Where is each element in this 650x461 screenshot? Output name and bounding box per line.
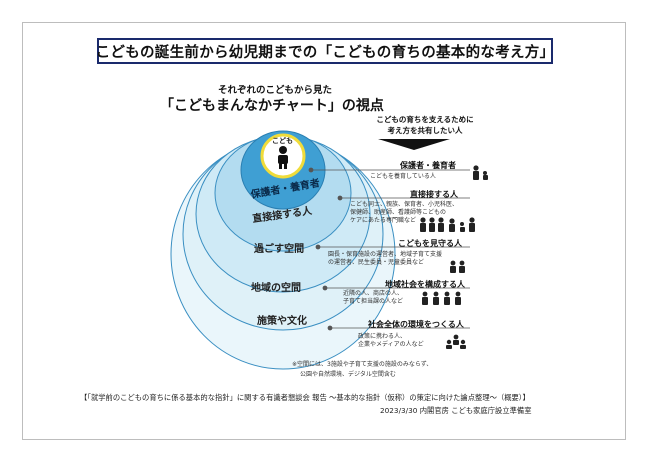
category-desc-direct: こども同士、親族、保育者、小児科医、 保健師、助産師、看護師等こどもの ケアにあ… [350,201,458,225]
page-title: こどもの誕生前から幼児期までの「こどもの育ちの基本的な考え方」 [96,38,554,64]
category-desc-guardian: こどもを養育している人 [370,173,436,180]
category-desc-community: 近隣の人、商店の人、 子育て担当課の人など [343,290,403,306]
down-arrow [378,139,450,150]
ring-label-community: 地域の空間 [251,283,301,294]
space-note-line2: 公園や自然環境、デジタル空間含む [300,371,396,378]
society-icon [446,334,466,349]
connector-lines [308,167,470,331]
category-title-watchers: こどもを見守る人 [398,239,462,248]
category-desc-watchers: 園長・保育施設の運営者、地域子育て支援 の運営者、民生委員・児童委員など [328,251,442,267]
category-desc-direct-line2: 保健師、助産師、看護師等こどもの [350,209,447,216]
community-icon [422,291,461,305]
category-desc-society: 政策に携わる人、 企業やメディアの人など [358,333,424,349]
category-title-direct: 直接接する人 [410,190,458,199]
space-note-line1: ※空間には、3施設や子育て支援の施設のみならず、 [292,361,433,368]
share-note-line2: 考え方を共有したい人 [387,126,463,135]
ring-label-space: 過ごす空間 [254,244,305,255]
child-icon [278,146,288,169]
category-title-society: 社会全体の環境をつくる人 [368,320,464,329]
footer-source: 【「就学前のこどもの育ちに係る基本的な指針」に関する有識者懇談会 報告 〜基本的… [80,393,530,402]
group-of-people-icon [420,217,475,232]
category-desc-watchers-line2: の運営者、民生委員・児童委員など [328,259,425,266]
parent-child-icon [473,165,488,180]
subtitle-line2: 「こどもまんなかチャート」の視点 [160,98,384,114]
share-note-line1: こどもの育ちを支えるために [376,115,474,124]
category-desc-direct-line1: こども同士、親族、保育者、小児科医、 [350,201,459,208]
subtitle-line1: それぞれのこどもから見た [217,85,332,96]
category-desc-society-line1: 政策に携わる人、 [358,333,407,340]
watchers-icon [450,260,465,273]
category-title-guardian: 保護者・養育者 [400,161,456,170]
category-desc-community-line1: 近隣の人、商店の人、 [343,290,404,297]
category-desc-society-line2: 企業やメディアの人など [358,341,424,348]
ring-label-culture: 施策や文化 [257,316,307,327]
category-title-community: 地域社会を構成する人 [385,280,465,289]
share-note: こどもの育ちを支えるために 考え方を共有したい人 [350,114,500,136]
footer-date: 2023/3/30 内閣官房 こども家庭庁設立準備室 [380,406,532,415]
space-note: ※空間には、3施設や子育て支援の施設のみならず、 公園や自然環境、デジタル空間含… [292,360,432,380]
category-desc-community-line2: 子育て担当課の人など [343,298,404,305]
category-desc-direct-line3: ケアにあたる専門職など [350,217,417,224]
ring-label-center: こども [272,137,293,145]
category-desc-watchers-line1: 園長・保育施設の運営者、地域子育て支援 [328,251,443,258]
